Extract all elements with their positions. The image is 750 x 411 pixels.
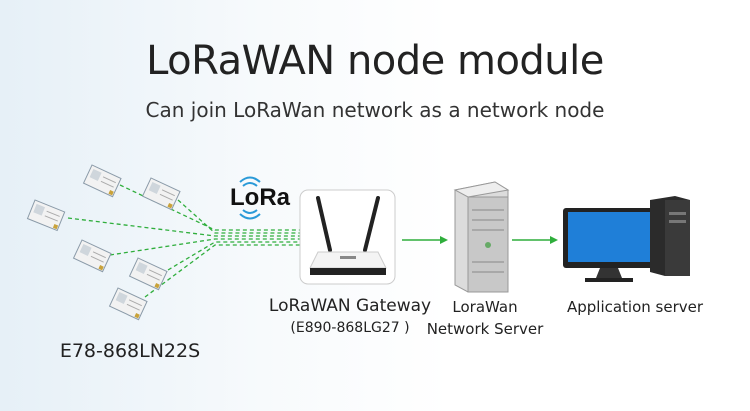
network-server-label-line2: Network Server xyxy=(426,320,544,338)
node-module-image xyxy=(128,257,168,291)
node-module-label: E78-868LN22S xyxy=(59,340,201,362)
application-server-image xyxy=(563,196,690,282)
gateway-router-image xyxy=(299,189,396,285)
app-server-label: Application server xyxy=(566,298,704,316)
gateway-label: LoRaWAN Gateway xyxy=(268,296,432,316)
arrow-server-to-app xyxy=(512,236,558,244)
svg-text:LoRa: LoRa xyxy=(230,184,291,211)
page-subtitle: Can join LoRaWan network as a network no… xyxy=(145,98,605,122)
lora-logo: LoRa xyxy=(230,176,291,220)
network-server-label-line1: LoraWan xyxy=(452,298,518,316)
gateway-model: (E890-868LG27 ) xyxy=(290,320,410,336)
network-server-image xyxy=(453,181,510,293)
node-module-image xyxy=(72,239,112,273)
node-module-image xyxy=(26,199,66,232)
page-title: LoRaWAN node module xyxy=(146,38,604,84)
node-module-image xyxy=(141,177,181,211)
arrow-gateway-to-server xyxy=(402,236,448,244)
node-module-image xyxy=(108,287,148,321)
node-module-image xyxy=(82,164,122,198)
